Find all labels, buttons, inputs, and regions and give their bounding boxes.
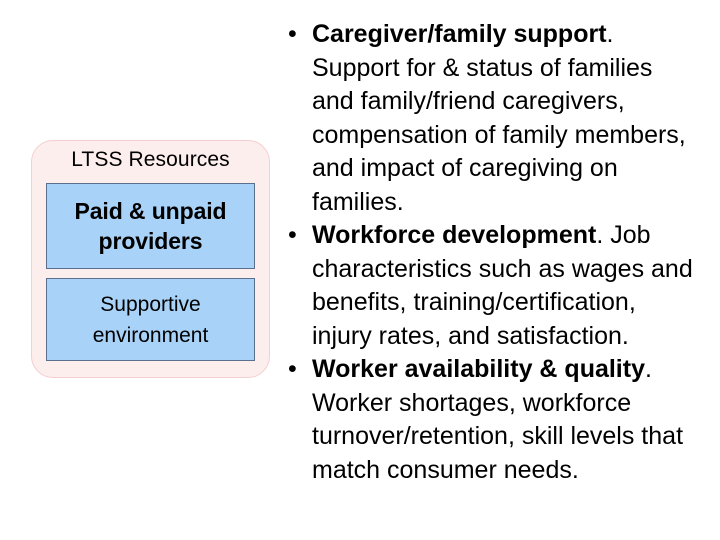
resource-box-paid-unpaid-providers: Paid & unpaid providers xyxy=(46,183,255,269)
list-item: • Caregiver/family support. Support for &… xyxy=(286,18,700,219)
bullet-lead-text: Worker availability & quality xyxy=(312,355,645,383)
bullet-point-icon: • xyxy=(288,20,297,48)
bullet-point-icon: • xyxy=(288,221,297,249)
list-item: • Workforce development. Job characterist… xyxy=(286,219,700,353)
resource-box-label: Paid & unpaid providers xyxy=(74,198,227,254)
bullet-lead-text: Caregiver/family support xyxy=(312,20,607,48)
bullet-point-icon: • xyxy=(288,355,297,383)
resource-box-label: Supportive environment xyxy=(92,292,209,347)
list-item: • Worker availability & quality. Worker s… xyxy=(286,353,700,487)
ltss-resources-title: LTSS Resources xyxy=(71,148,230,171)
resource-box-supportive-environment: Supportive environment xyxy=(46,278,255,361)
bullet-lead-text: Workforce development xyxy=(312,221,597,249)
bullet-body-text: . Worker shortages, workforce turnover/r… xyxy=(312,355,684,484)
bullet-body-text: . Support for & status of families and f… xyxy=(312,20,686,216)
bullet-body-text: . Job characteristics such as wages and … xyxy=(312,221,693,350)
ltss-resources-panel: LTSS Resources Paid & unpaid providers S… xyxy=(31,140,270,378)
bullet-list: • Caregiver/family support. Support for &… xyxy=(286,18,700,487)
